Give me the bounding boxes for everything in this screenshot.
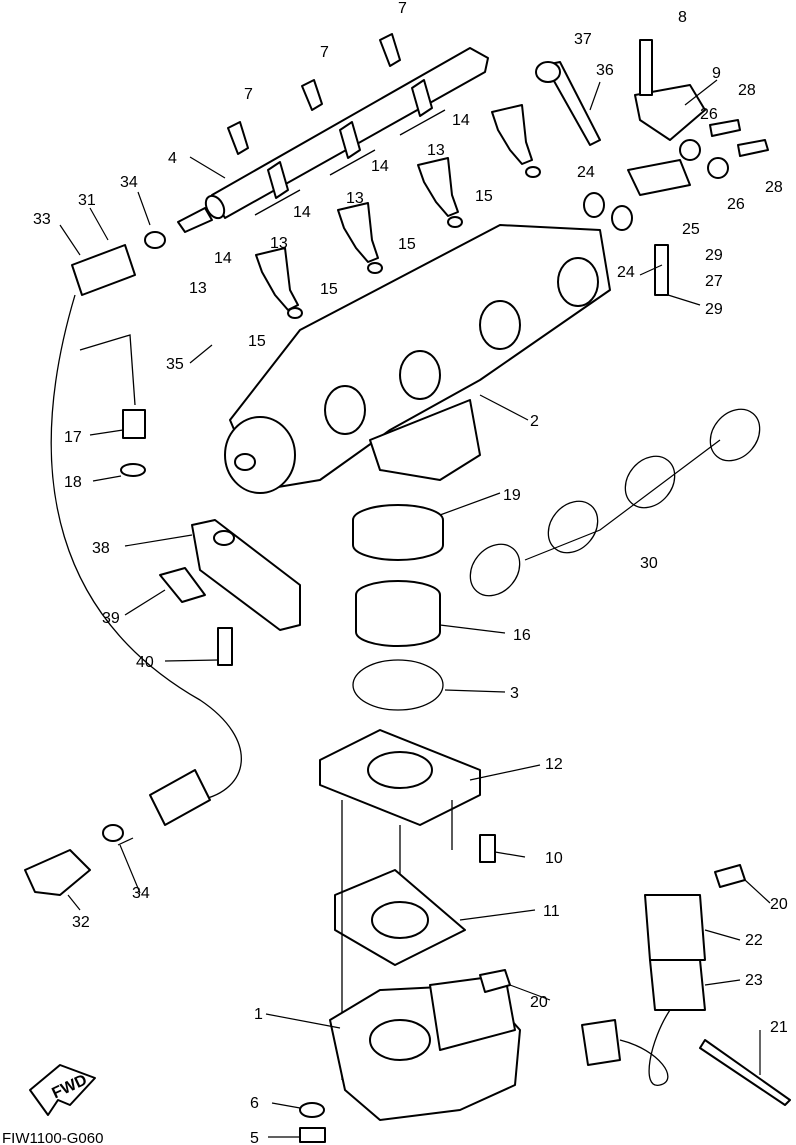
callout-26b: 26 [727,196,745,213]
callout-12: 12 [545,756,563,773]
callout-34a: 34 [120,174,138,191]
diagram-code: FIW1100-G060 [2,1130,103,1145]
callout-5: 5 [250,1130,259,1145]
callout-2: 2 [530,413,539,430]
callout-4: 4 [168,150,177,167]
callout-9: 9 [712,65,721,82]
callout-15a: 15 [248,333,266,350]
nut-washer [299,1102,326,1143]
callout-38: 38 [92,540,110,557]
intake-manifold [224,224,611,494]
throttle-body [329,974,521,1121]
callout-27: 27 [705,273,723,290]
sensor-bracket-parts [535,39,769,296]
callout-13b: 13 [270,235,288,252]
callout-25: 25 [682,221,700,238]
callout-21: 21 [770,1019,788,1036]
callout-37: 37 [574,31,592,48]
callout-40: 40 [136,654,154,671]
callout-34b: 34 [132,885,150,902]
callout-13c: 13 [346,190,364,207]
callout-20a: 20 [770,896,788,913]
callout-24a: 24 [577,164,595,181]
callout-36: 36 [596,62,614,79]
sensor [79,334,146,477]
callout-29a: 29 [705,247,723,264]
callout-15c: 15 [398,236,416,253]
fuel-rail [177,47,489,233]
callout-28b: 28 [765,179,783,196]
callout-17: 17 [64,429,82,446]
callout-29b: 29 [705,301,723,318]
callout-35: 35 [166,356,184,373]
throttle-adapter [319,729,481,1080]
callout-14b: 14 [293,204,311,221]
fwd-arrow-icon [29,1064,96,1116]
callout-30: 30 [640,555,658,572]
callout-8: 8 [678,9,687,26]
callout-32: 32 [72,914,90,931]
intake-rings [352,504,444,711]
callout-23: 23 [745,972,763,989]
bracket [159,519,301,666]
callout-3: 3 [510,685,519,702]
callout-28a: 28 [738,82,756,99]
callout-13d: 13 [427,142,445,159]
callout-18: 18 [64,474,82,491]
callout-22: 22 [745,932,763,949]
callout-7b: 7 [320,44,329,61]
callout-1: 1 [254,1006,263,1023]
callout-14a: 14 [214,250,232,267]
leader-lines [59,79,771,1138]
drawing [24,33,791,1143]
callout-6: 6 [250,1095,259,1112]
callout-11: 11 [543,903,560,920]
manifold-gasket [469,408,761,597]
callout-16: 16 [513,627,531,644]
callout-31: 31 [78,192,96,209]
callout-15b: 15 [320,281,338,298]
callout-39: 39 [102,610,120,627]
callout-7a: 7 [244,86,253,103]
callout-14c: 14 [371,158,389,175]
breather-hose [24,231,242,896]
wiring-parts [479,834,791,1106]
callout-15d: 15 [475,188,493,205]
callout-10: 10 [545,850,563,867]
callout-26a: 26 [700,106,718,123]
callout-20b: 20 [530,994,548,1011]
callout-24b: 24 [617,264,635,281]
callout-33: 33 [33,211,51,228]
rail-bolts [227,33,401,155]
callout-14d: 14 [452,112,470,129]
callout-19: 19 [503,487,521,504]
callout-7c: 7 [398,0,407,17]
injectors [255,104,541,319]
callout-13a: 13 [189,280,207,297]
